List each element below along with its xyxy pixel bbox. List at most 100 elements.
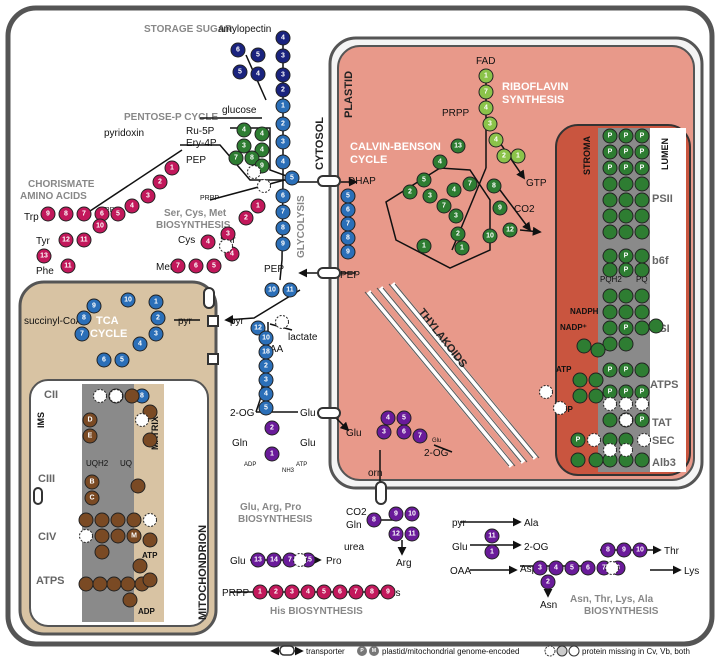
enzyme-node [120, 576, 136, 592]
enzyme-number: P [640, 417, 645, 424]
transporter-orn[interactable] [375, 481, 387, 505]
enzyme-number: P [608, 165, 613, 172]
legend-mito-encoded-icon [369, 646, 379, 656]
civ-label: CIV [38, 531, 57, 543]
enzyme-node [588, 452, 604, 468]
enzyme-node [250, 66, 266, 82]
atps-m-label: ATPS [36, 575, 65, 587]
enzyme-number: 8 [346, 235, 350, 242]
prpp2-label: PRPP [200, 195, 219, 202]
enzyme-number: 5 [256, 52, 260, 59]
enzyme-node [618, 144, 634, 160]
adp-label: ADP [244, 462, 256, 468]
enzyme-number: 4 [306, 589, 310, 596]
missing-protein-node [109, 389, 123, 403]
missing-protein-node [219, 239, 233, 253]
enzyme-number: 9 [622, 547, 626, 554]
enzyme-node [232, 64, 248, 80]
enzyme-number: 2 [264, 363, 268, 370]
transporter-pep[interactable] [317, 267, 341, 279]
uq-label: UQ [120, 459, 132, 468]
enzyme-number: 5 [116, 211, 120, 218]
enzyme-node [634, 128, 650, 144]
orn-label: orn [368, 468, 382, 479]
legend-transporter-label: transporter [306, 647, 345, 656]
enzyme-number: 11 [80, 237, 88, 244]
enzyme-node [402, 184, 418, 200]
enzyme-node [446, 182, 462, 198]
glucose-label: glucose [222, 105, 257, 116]
enzyme-node [404, 506, 420, 522]
enzyme-number: 8 [250, 155, 254, 162]
enzyme-node [94, 544, 110, 560]
asp-label: Asp [520, 564, 538, 575]
alb3-label: Alb3 [652, 457, 676, 469]
enzyme-node [580, 560, 596, 576]
enzyme-number: 6 [236, 47, 240, 54]
enzyme-number: 2 [408, 189, 412, 196]
enzyme-number: 10 [486, 233, 494, 240]
dhap-label: DHAP [348, 176, 376, 187]
asn-thr-title: Asn, Thr, Lys, Ala [570, 594, 654, 605]
transporter-glu[interactable] [317, 407, 341, 419]
phe-label: Phe [36, 266, 54, 277]
glycolysis-title: GLYCOLYSIS [296, 195, 307, 258]
co2-label: CO2 [346, 507, 367, 518]
glu2-label: Glu [300, 438, 316, 449]
enzyme-number: 2 [244, 215, 248, 222]
enzyme-node [548, 560, 564, 576]
enzyme-node [602, 412, 618, 428]
twoog2-label: 2-OG [524, 542, 549, 553]
enzyme-node [602, 128, 618, 144]
ru5p-label: Ru-5P [186, 126, 215, 137]
fad-label: FAD [476, 56, 495, 67]
enzyme-number: C [89, 495, 94, 502]
transporter-pyr-square[interactable] [207, 315, 219, 327]
enzyme-node [74, 326, 90, 342]
enzyme-node [602, 304, 618, 320]
transporter-pyr-mito[interactable] [203, 287, 215, 309]
enzyme-node [618, 288, 634, 304]
transporter-oaa-square[interactable] [207, 353, 219, 365]
enzyme-number: 9 [394, 511, 398, 518]
enzyme-node [244, 150, 260, 166]
enzyme-number: 9 [46, 211, 50, 218]
enzyme-number: 1 [281, 103, 285, 110]
enzyme-node [142, 432, 158, 448]
enzyme-node [634, 208, 650, 224]
enzyme-node [126, 528, 142, 544]
enzyme-node [96, 352, 112, 368]
enzyme-number: 7 [418, 433, 422, 440]
enzyme-number: 13 [454, 143, 462, 150]
atp-label: ATP [296, 462, 307, 468]
enzyme-number: 5 [346, 193, 350, 200]
enzyme-number: 4 [281, 35, 285, 42]
storage-sugar-title: STORAGE SUGAR [144, 24, 233, 35]
adp3-label: ADP [138, 607, 156, 616]
trp-label: Trp [24, 212, 39, 223]
enzyme-number: D [87, 417, 92, 424]
enzyme-number: 4 [130, 203, 134, 210]
nadp-label: NADP⁺ [560, 323, 587, 332]
missing-protein-node [553, 401, 567, 415]
enzyme-node [236, 122, 252, 138]
enzyme-number: 4 [230, 251, 234, 258]
enzyme-node [275, 98, 291, 114]
oaa2-label: OAA [450, 566, 471, 577]
enzyme-node [188, 258, 204, 274]
transporter-mito-ims[interactable] [33, 487, 43, 505]
enzyme-number: 8 [492, 183, 496, 190]
enzyme-number: 2 [156, 315, 160, 322]
twoog-p-label: 2-OG [424, 448, 449, 459]
lumen-label: LUMEN [660, 138, 670, 170]
enzyme-node [484, 544, 500, 560]
enzyme-node [300, 584, 316, 600]
enzyme-node [150, 310, 166, 326]
enzyme-node [258, 400, 274, 416]
legend-missing-label: protein missing in Cv, Vb, both [582, 647, 690, 656]
enzyme-node [588, 372, 604, 388]
enzyme-node [634, 224, 650, 240]
arg-label: Arg [396, 558, 412, 569]
enzyme-node [618, 304, 634, 320]
transporter-dhap[interactable] [317, 175, 341, 187]
